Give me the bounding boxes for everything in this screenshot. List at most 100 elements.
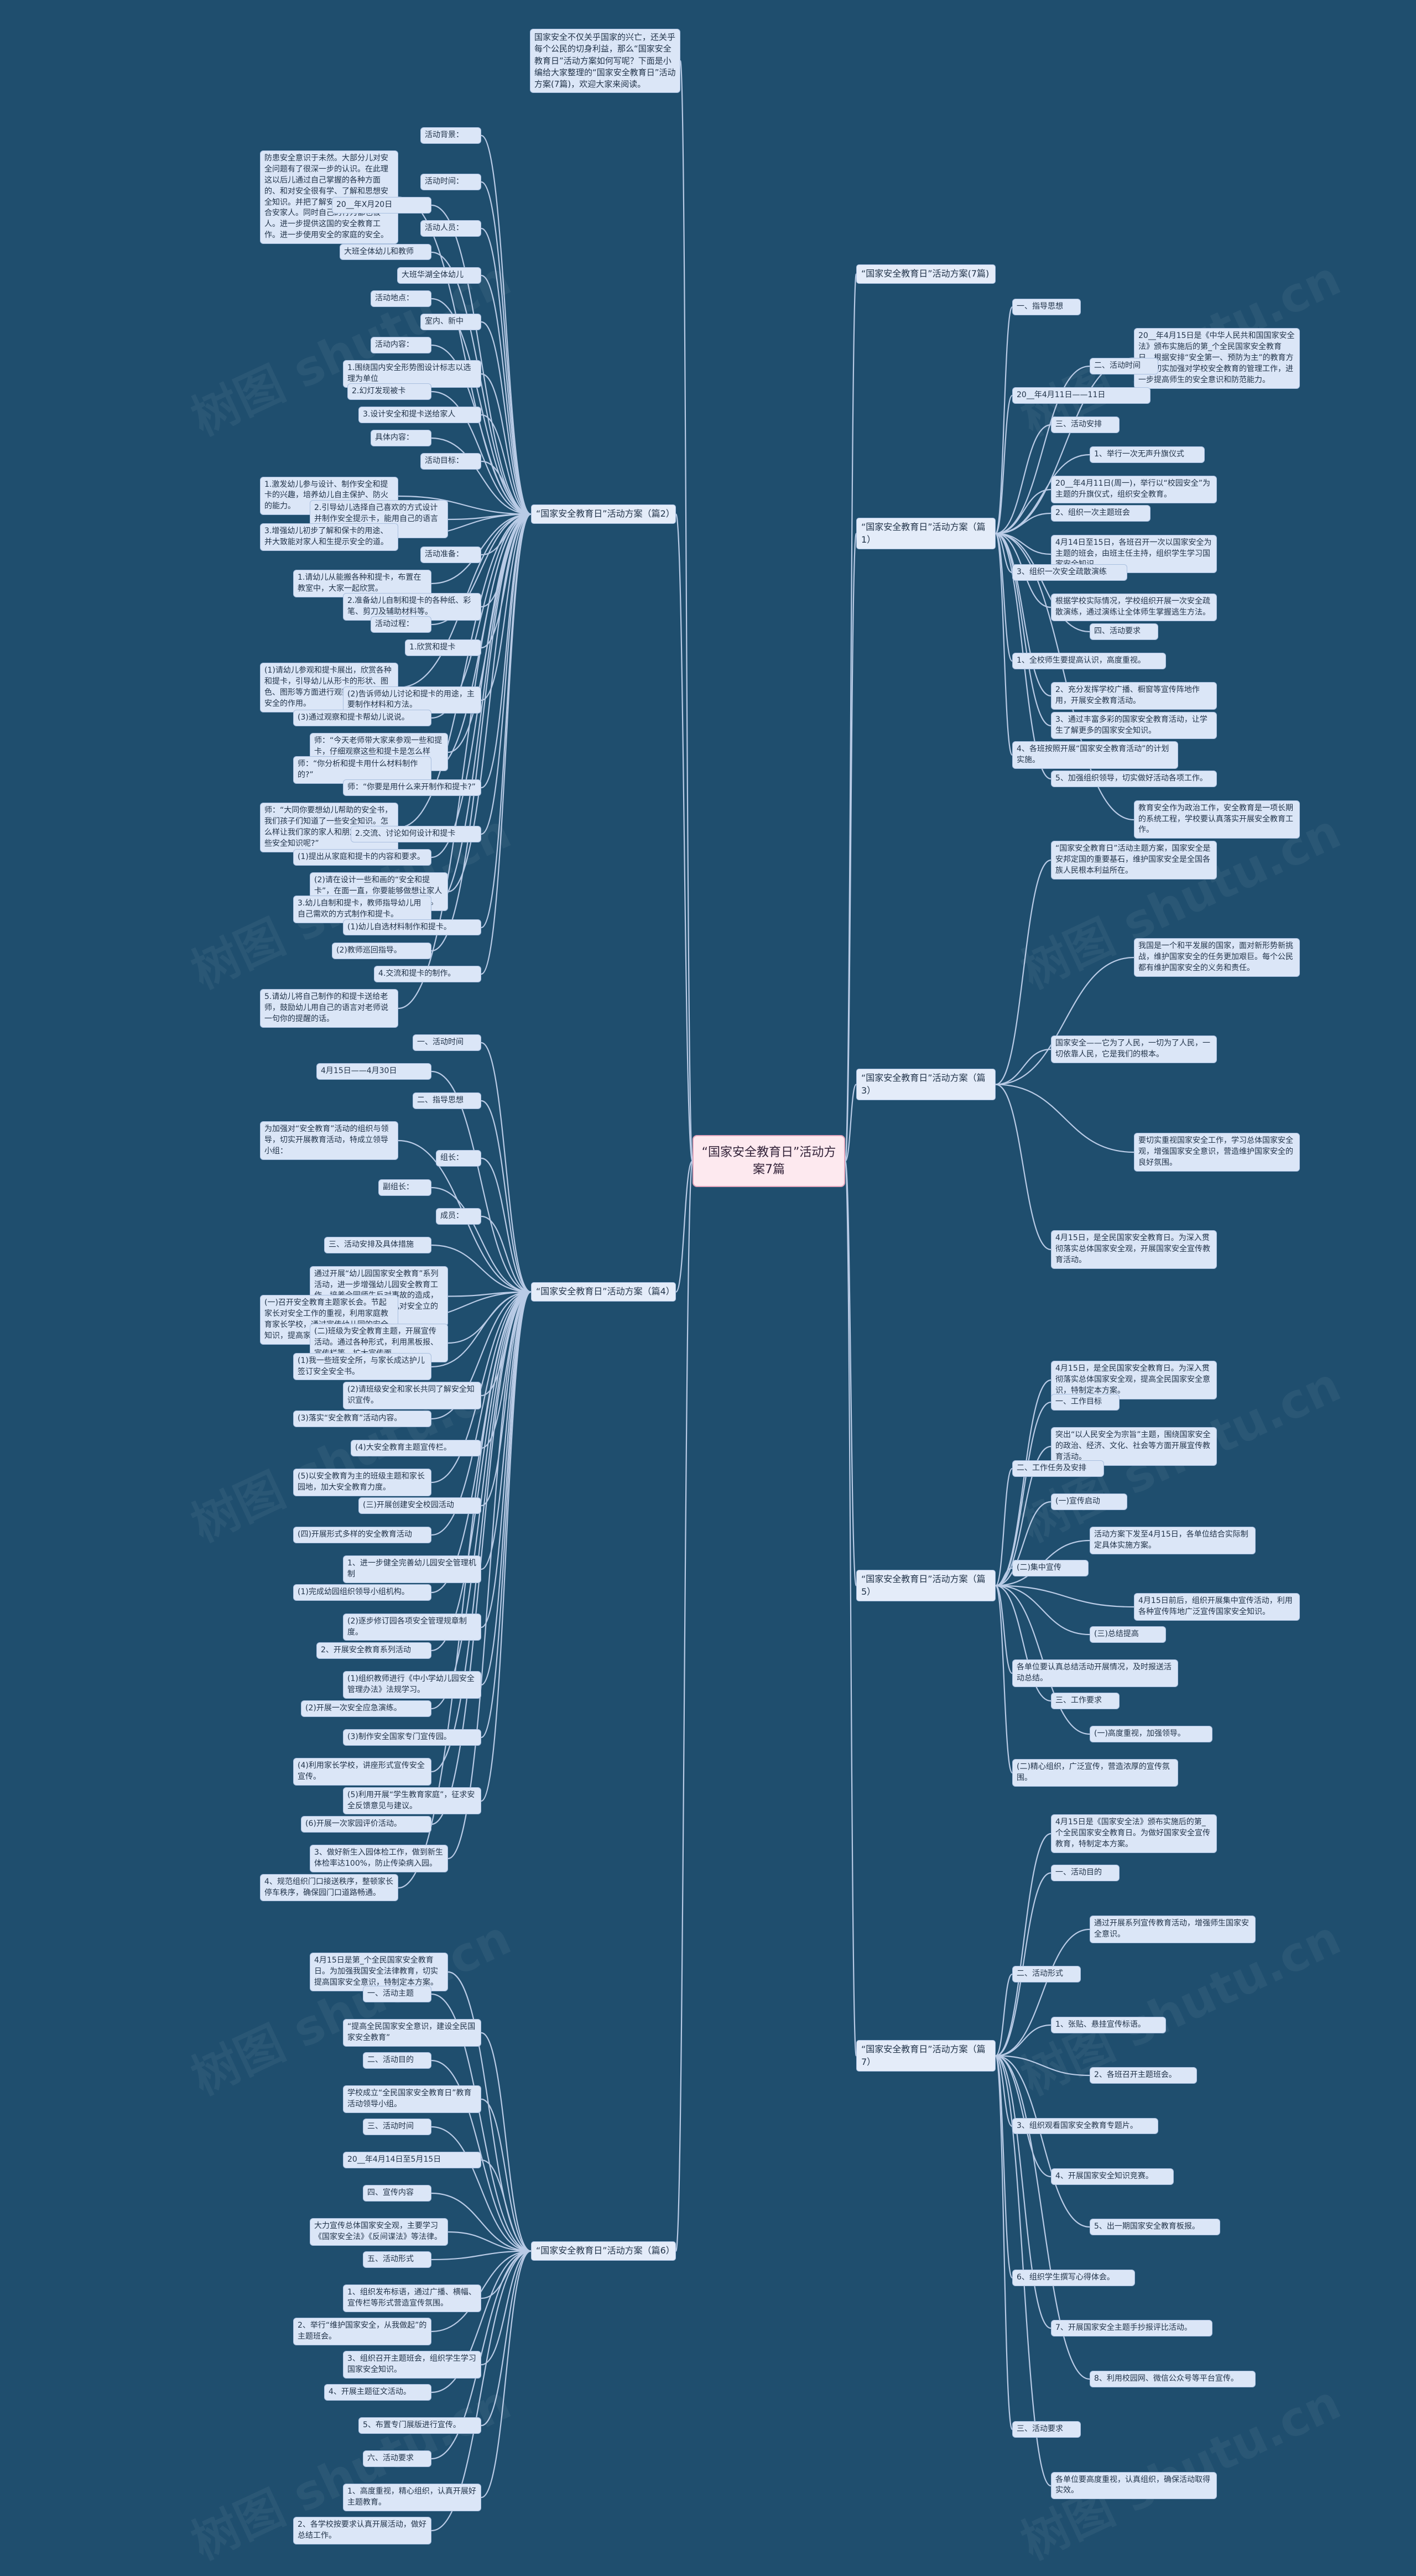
item-p1[interactable]: 教育安全作为政治工作，安全教育是一项长期的系统工程，学校要认真落实开展安全教育工… bbox=[1134, 800, 1300, 839]
item-p4[interactable]: (4)利用家长学校，讲座形式宣传安全宣传。 bbox=[293, 1758, 431, 1786]
item-p2[interactable]: 2.准备幼儿自制和提卡的各种纸、彩笔、剪刀及辅助材料等。 bbox=[343, 593, 481, 621]
item-p4[interactable]: (4)大安全教育主题宣传栏。 bbox=[351, 1439, 481, 1456]
item-p1[interactable]: 2、组织一次主题班会 bbox=[1051, 505, 1150, 522]
item-p7b[interactable]: 二、活动形式 bbox=[1012, 1966, 1081, 1983]
item-p7b[interactable]: 各单位要高度重视，认真组织，确保活动取得实效。 bbox=[1051, 2471, 1217, 2500]
item-p4[interactable]: 三、活动安排及具体措施 bbox=[324, 1237, 431, 1254]
section-title-p7[interactable]: “国家安全教育日”活动方案(7篇) bbox=[856, 264, 996, 284]
item-p4[interactable]: 4月15日——4月30日 bbox=[316, 1063, 431, 1080]
item-p2[interactable]: 2.交流、讨论如何设计和提卡 bbox=[351, 826, 481, 843]
item-p4[interactable]: (5)利用开展“学生教育家庭”，征求安全反馈意见与建议。 bbox=[343, 1787, 481, 1815]
item-p2[interactable]: (3)通过观察和提卡帮幼儿说说。 bbox=[293, 709, 431, 726]
item-p1[interactable]: 3、通过丰富多彩的国家安全教育活动，让学生了解更多的国家安全知识。 bbox=[1051, 711, 1217, 740]
item-p4[interactable]: 副组长： bbox=[378, 1179, 431, 1196]
section-title-p3[interactable]: “国家安全教育日”活动方案（篇3） bbox=[856, 1069, 996, 1101]
root-topic[interactable]: “国家安全教育日”活动方案7篇 bbox=[693, 1135, 845, 1188]
item-p5[interactable]: 4月15日，是全民国家安全教育日。为深入贯彻落实总体国家安全观，提高全民国家安全… bbox=[1051, 1361, 1217, 1399]
item-p1[interactable]: 1、举行一次无声升旗仪式 bbox=[1090, 446, 1205, 463]
item-p5[interactable]: (一)高度重视，加强领导。 bbox=[1090, 1726, 1212, 1742]
item-p2[interactable]: 1.欣赏和提卡 bbox=[405, 639, 481, 657]
item-p6[interactable]: 2、举行“维护国家安全，从我做起”的主题班会。 bbox=[293, 2318, 431, 2345]
item-p2[interactable]: 5.请幼儿将自己制作的和提卡送给老师，鼓励幼儿用自己的语言对老师说一句你的提醒的… bbox=[260, 988, 398, 1028]
item-p2[interactable]: 大班华湖全体幼儿 bbox=[397, 267, 481, 284]
item-p6[interactable]: 五、活动形式 bbox=[363, 2251, 431, 2268]
item-p5[interactable]: 突出“以人民安全为宗旨”主题，围绕国家安全的政治、经济、文化、社会等方面开展宣传… bbox=[1051, 1427, 1217, 1466]
item-p2[interactable]: 活动背景： bbox=[420, 127, 481, 144]
section-title-p6[interactable]: “国家安全教育日”活动方案（篇6） bbox=[531, 2241, 676, 2261]
item-p1[interactable]: 20__年4月11日——11日 bbox=[1012, 387, 1150, 404]
item-p6[interactable]: 二、活动目的 bbox=[363, 2052, 431, 2069]
item-p7b[interactable]: 通过开展系列宣传教育活动，增强师生国家安全意识。 bbox=[1090, 1915, 1256, 1943]
item-p3[interactable]: 4月15日，是全民国家安全教育日。为深入贯彻落实总体国家安全观，开展国家安全宣传… bbox=[1051, 1230, 1217, 1269]
item-p4[interactable]: (1)完成幼园组织领导小组机构。 bbox=[293, 1584, 431, 1601]
item-p2[interactable]: 室内、新中 bbox=[420, 313, 481, 330]
item-p4[interactable]: (3)制作安全国家专门宣传园。 bbox=[343, 1729, 481, 1746]
item-p2[interactable]: 活动目标： bbox=[420, 453, 481, 470]
item-p2[interactable]: 1.围绕国内安全形势图设计标志以选理为单位 bbox=[343, 360, 481, 388]
item-p7b[interactable]: 4月15日是《国家安全法》颁布实施后的第_个全民国家安全教育日。为做好国家安全宣… bbox=[1051, 1814, 1217, 1853]
item-p4[interactable]: (三)开展创建安全校园活动 bbox=[358, 1497, 481, 1515]
item-p4[interactable]: 4、规范组织门口接送秩序，整顿家长停车秩序，确保园门口道路畅通。 bbox=[260, 1874, 398, 1902]
section-title-p4[interactable]: “国家安全教育日”活动方案（篇4） bbox=[531, 1282, 676, 1302]
item-p6[interactable]: “提高全民国家安全意识，建设全民国家安全教育” bbox=[343, 2019, 481, 2047]
item-p3[interactable]: 要切实重视国家安全工作，学习总体国家安全观，增强国家安全意识，营造维护国家安全的… bbox=[1134, 1133, 1300, 1172]
intro-node[interactable]: 国家安全不仅关乎国家的兴亡，还关乎每个公民的切身利益，那么“国家安全教育日”活动… bbox=[530, 29, 680, 93]
item-p1[interactable]: 二、活动时间 bbox=[1090, 357, 1158, 374]
item-p6[interactable]: 六、活动要求 bbox=[363, 2450, 431, 2467]
item-p2[interactable]: 师：“你分析和提卡用什么材料制作的?” bbox=[293, 756, 431, 784]
item-p1[interactable]: 2、充分发挥学校广播、橱窗等宣传阵地作用，开展安全教育活动。 bbox=[1051, 682, 1217, 710]
item-p2[interactable]: 师：“你要是用什么来开制作和提卡?” bbox=[343, 779, 481, 796]
item-p2[interactable]: (1)提出从家庭和提卡的内容和要求。 bbox=[293, 849, 431, 866]
item-p2[interactable]: 活动过程： bbox=[371, 616, 431, 633]
item-p5[interactable]: (二)精心组织，广泛宣传，营造浓厚的宣传氛围。 bbox=[1012, 1759, 1178, 1787]
item-p3[interactable]: 我国是一个和平发展的国家，面对新形势新挑战，维护国家安全的任务更加艰巨。每个公民… bbox=[1134, 938, 1300, 977]
item-p4[interactable]: 3、做好新生入园体检工作，做到新生体检率达100%，防止传染病入园。 bbox=[310, 1845, 448, 1873]
item-p5[interactable]: 各单位要认真总结活动开展情况，及时报送活动总结。 bbox=[1012, 1659, 1178, 1687]
item-p1[interactable]: 3、组织一次安全疏散演练 bbox=[1012, 564, 1127, 581]
item-p2[interactable]: 活动人员： bbox=[420, 220, 481, 237]
item-p6[interactable]: 3、组织召开主题班会，组织学生学习国家安全知识。 bbox=[343, 2351, 481, 2379]
section-title-p2[interactable]: “国家安全教育日”活动方案（篇2） bbox=[531, 504, 676, 524]
item-p5[interactable]: 二、工作任务及安排 bbox=[1012, 1460, 1104, 1477]
item-p4[interactable]: (1)组织教师进行《中小学幼儿园安全管理办法》法规学习。 bbox=[343, 1671, 481, 1699]
item-p4[interactable]: (1)我一些班安全所，与家长成达护儿签订安全安全书。 bbox=[293, 1352, 431, 1381]
item-p4[interactable]: (2)请班级安全和家长共同了解安全知识宣传。 bbox=[343, 1382, 481, 1409]
item-p2[interactable]: 4.交流和提卡的制作。 bbox=[374, 965, 481, 982]
item-p5[interactable]: (一)宣传启动 bbox=[1051, 1493, 1127, 1510]
item-p7b[interactable]: 一、活动目的 bbox=[1051, 1865, 1120, 1882]
item-p6[interactable]: 1、组织发布标语，通过广播、横幅、宣传栏等形式营造宣传氛围。 bbox=[343, 2284, 481, 2312]
item-p2[interactable]: (2)告诉师幼儿讨论和提卡的用途，主要制作材料和方法。 bbox=[343, 686, 481, 714]
item-p4[interactable]: (5)以安全教育为主的班级主题和家长园地，加大安全教育力度。 bbox=[293, 1469, 431, 1496]
item-p5[interactable]: 一、工作目标 bbox=[1051, 1394, 1120, 1411]
item-p7b[interactable]: 2、各班召开主题班会。 bbox=[1090, 2067, 1197, 2084]
item-p7b[interactable]: 8、利用校园网、微信公众号等平台宣传。 bbox=[1090, 2370, 1256, 2387]
item-p4[interactable]: 1、进一步健全完善幼儿园安全管理机制 bbox=[343, 1555, 481, 1583]
item-p2[interactable]: 活动准备： bbox=[420, 546, 481, 563]
section-title-p5[interactable]: “国家安全教育日”活动方案（篇5） bbox=[856, 1570, 996, 1602]
item-p2[interactable]: (2)教师巡回指导。 bbox=[332, 942, 431, 959]
item-p6[interactable]: 三、活动时间 bbox=[363, 2119, 431, 2135]
item-p1[interactable]: 四、活动要求 bbox=[1090, 623, 1158, 640]
item-p4[interactable]: 成员： bbox=[436, 1208, 481, 1225]
item-p7b[interactable]: 6、组织学生撰写心得体会。 bbox=[1012, 2269, 1135, 2286]
item-p2[interactable]: 3.增强幼儿初步了解和保卡的用途、并大致能对家人和生提示安全的道。 bbox=[260, 523, 398, 551]
section-title-p7b[interactable]: “国家安全教育日”活动方案（篇7） bbox=[856, 2040, 996, 2072]
item-p4[interactable]: (四)开展形式多样的安全教育活动 bbox=[293, 1526, 431, 1543]
item-p3[interactable]: “国家安全教育日”活动主题方案，国家安全是安邦定国的重要基石，维护国家安全是全国… bbox=[1051, 841, 1217, 880]
item-p7b[interactable]: 5、出一期国家安全教育板报。 bbox=[1090, 2219, 1220, 2236]
item-p2[interactable]: 具体内容： bbox=[371, 430, 431, 447]
item-p2[interactable]: 活动地点： bbox=[371, 290, 431, 307]
item-p1[interactable]: 1、全校师生要提高认识，高度重视。 bbox=[1012, 653, 1166, 669]
item-p1[interactable]: 5、加强组织领导，切实做好活动各项工作。 bbox=[1051, 771, 1217, 788]
item-p5[interactable]: 三、工作要求 bbox=[1051, 1693, 1120, 1709]
item-p2[interactable]: 3.设计安全和提卡送给家人 bbox=[358, 407, 481, 424]
item-p2[interactable]: 20__年X月20日 bbox=[332, 197, 431, 214]
item-p2[interactable]: 活动时间： bbox=[420, 174, 481, 191]
item-p6[interactable]: 2、各学校按要求认真开展活动，做好总结工作。 bbox=[293, 2517, 431, 2544]
item-p6[interactable]: 20__年4月14日至5月15日 bbox=[343, 2152, 481, 2168]
item-p5[interactable]: (二)集中宣传 bbox=[1012, 1560, 1089, 1576]
item-p2[interactable]: 师：“大同你要想幼儿帮助的安全书，我们孩子们知道了一些安全知识。怎么样让我们家的… bbox=[260, 803, 398, 852]
item-p5[interactable]: 4月15日前后，组织开展集中宣传活动，利用各种宣传阵地广泛宣传国家安全知识。 bbox=[1134, 1593, 1300, 1621]
item-p6[interactable]: 1、高度重视，精心组织，认真开展好主题教育。 bbox=[343, 2484, 481, 2511]
section-title-p1[interactable]: “国家安全教育日”活动方案（篇1） bbox=[856, 518, 996, 550]
